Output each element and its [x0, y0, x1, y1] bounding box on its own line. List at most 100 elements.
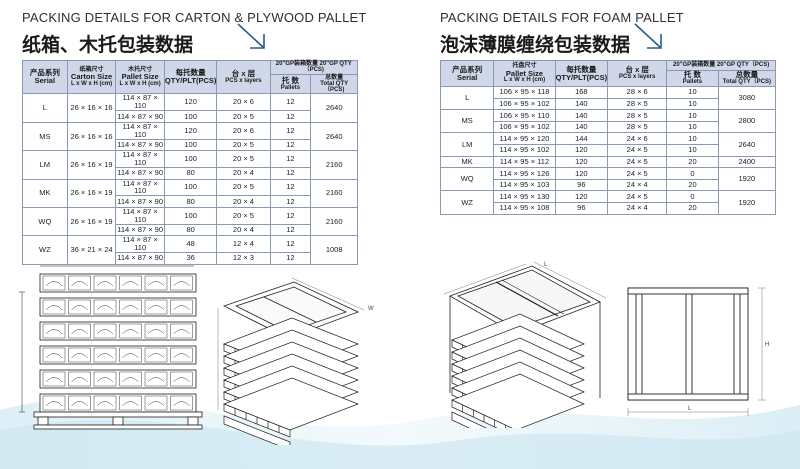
carton-box — [144, 395, 168, 411]
cell-pallet-size: 114 × 87 × 110 — [115, 121, 165, 140]
scale-outline — [147, 353, 165, 359]
cell-pallet-size: 114 × 95 × 120 — [493, 132, 556, 145]
carton-box — [42, 323, 66, 339]
cell-pallet-size: 114 × 95 × 126 — [493, 167, 556, 180]
scale-outline — [173, 353, 190, 359]
cell-pallet-size: 114 × 87 × 110 — [115, 206, 165, 225]
cell-pallets: 10 — [666, 120, 719, 134]
cell-serial: WQ — [439, 167, 495, 192]
carton-box — [144, 299, 168, 315]
cell-pallet-size: 114 × 87 × 90 — [115, 166, 165, 180]
carton-box — [93, 275, 117, 291]
cell-pallets: 20 — [666, 155, 719, 169]
cell-layers: 20 × 4 — [216, 166, 271, 180]
cell-qty: 100 — [163, 110, 218, 123]
cell-qty: 120 — [554, 155, 609, 169]
cell-pallet-size: 114 × 87 × 110 — [115, 178, 165, 197]
cell-pallets: 12 — [269, 251, 312, 265]
scale-outline — [96, 281, 114, 287]
cell-qty: 120 — [554, 190, 609, 203]
cell-layers: 24 × 6 — [607, 132, 668, 145]
cell-layers: 20 × 6 — [216, 93, 271, 112]
cell-total-qty: 2640 — [310, 121, 358, 152]
cell-layers: 20 × 6 — [216, 121, 271, 140]
scale-outline — [173, 377, 190, 383]
cell-layers: 24 × 5 — [607, 167, 668, 180]
arrow-down-right-icon — [237, 23, 265, 49]
cell-pallets: 12 — [269, 110, 312, 123]
carton-pallet-isometric-drawing: W — [217, 277, 374, 445]
carton-box — [93, 395, 117, 411]
scale-outline — [147, 329, 165, 335]
cell-pallet-size: 106 × 95 × 102 — [493, 97, 556, 111]
cell-layers: 28 × 5 — [607, 97, 668, 111]
cell-pallets: 12 — [269, 121, 312, 140]
carton-box — [144, 347, 168, 363]
cell-total-qty: 2640 — [310, 93, 358, 123]
carton-box — [42, 299, 66, 315]
cell-pallets: 12 — [269, 150, 312, 168]
cell-pallet-size: 114 × 87 × 110 — [115, 150, 165, 168]
cell-pallet-size: 114 × 87 × 90 — [115, 223, 165, 237]
left-section-title-en: PACKING DETAILS FOR CARTON & PLYWOOD PAL… — [22, 10, 367, 25]
cell-carton-size: 26 × 16 × 19 — [66, 150, 117, 180]
cell-qty: 144 — [554, 132, 609, 145]
cell-pallets: 10 — [666, 86, 719, 99]
cell-qty: 80 — [163, 195, 218, 208]
cell-pallet-size: 114 × 87 × 110 — [115, 93, 165, 112]
carton-box — [68, 347, 91, 363]
carton-box — [170, 347, 193, 363]
cell-serial: LM — [439, 132, 495, 157]
scale-outline — [96, 353, 114, 359]
cell-serial: LM — [22, 150, 68, 180]
cell-total-qty: 2160 — [310, 150, 358, 180]
cell-layers: 20 × 5 — [216, 150, 271, 168]
arrow-down-right-icon — [634, 23, 662, 49]
scale-outline — [71, 401, 88, 407]
scale-outline — [147, 281, 165, 287]
cell-pallets: 10 — [666, 132, 719, 145]
cell-layers: 28 × 5 — [607, 109, 668, 122]
cell-layers: 20 × 5 — [216, 110, 271, 123]
cell-pallet-size: 114 × 87 × 90 — [115, 138, 165, 152]
carton-box — [42, 347, 66, 363]
scale-outline — [122, 281, 139, 287]
scale-outline — [45, 305, 63, 311]
carton-box — [170, 395, 193, 411]
cell-qty: 140 — [554, 120, 609, 134]
scale-outline — [71, 377, 88, 383]
header-20gp-qty: 20"GP装箱数量 20"GP QTY（PCS) — [666, 60, 776, 71]
carton-box — [68, 371, 91, 387]
cell-layers: 20 × 5 — [216, 178, 271, 197]
cell-total-qty: 1008 — [310, 235, 358, 265]
scale-outline — [45, 377, 63, 383]
cell-total-qty: 1920 — [717, 190, 777, 215]
carton-box — [170, 299, 193, 315]
cell-serial: MK — [439, 155, 495, 169]
cell-layers: 24 × 5 — [607, 143, 668, 157]
scale-outline — [96, 329, 114, 335]
cell-pallet-size: 106 × 95 × 102 — [493, 120, 556, 134]
carton-box — [170, 275, 193, 291]
cell-qty: 120 — [554, 143, 609, 157]
carton-box — [93, 323, 117, 339]
carton-box — [170, 371, 193, 387]
cell-qty: 100 — [163, 138, 218, 152]
cell-layers: 24 × 4 — [607, 178, 668, 192]
